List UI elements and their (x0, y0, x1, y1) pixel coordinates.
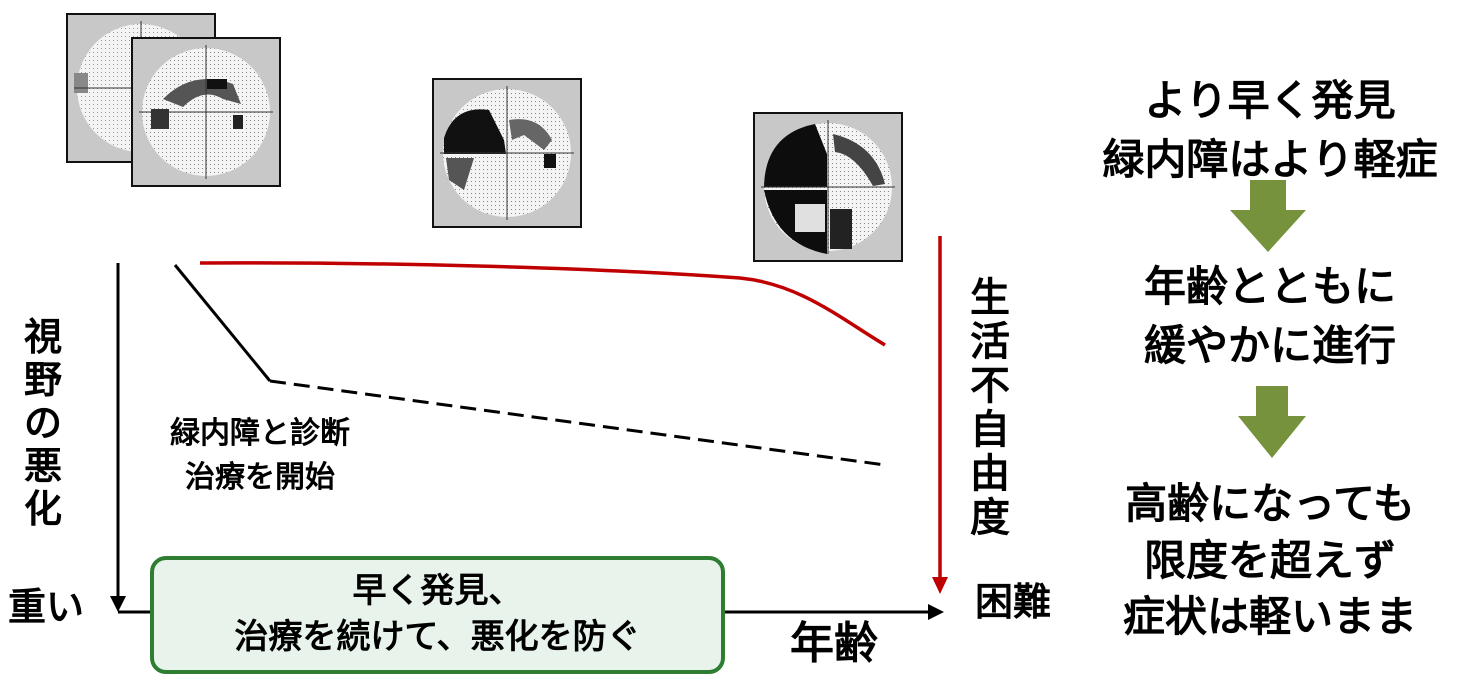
visual-field-image-2 (432, 78, 582, 228)
diagnosis-note: 緑内障と診断 治療を開始 (140, 412, 380, 499)
right-axis-char: 度 (970, 495, 1010, 541)
down-arrow-1-icon (1230, 180, 1306, 252)
right-axis-char: 由 (970, 451, 1010, 497)
treated-dashed-line (269, 379, 886, 467)
early-detection-red-curve (199, 261, 886, 347)
summary-block-1: より早く発見 緑内障はより軽症 (1080, 72, 1460, 190)
right-axis-char: 自 (970, 407, 1010, 453)
left-axis-char: 悪 (23, 444, 62, 488)
right-axis-char: 不 (970, 363, 1010, 409)
summary-block-2-line: 年齢とともに (1143, 262, 1396, 311)
highlight-box-line1: 早く発見、 (352, 571, 523, 612)
summary-block-1-line: 緑内障はより軽症 (1102, 134, 1438, 184)
left-axis-char: 野 (23, 358, 62, 402)
summary-block-3-line: 高齢になっても (1125, 479, 1415, 528)
visual-field-image-1-front (131, 37, 281, 187)
left-axis-arrowhead (110, 596, 126, 612)
summary-block-3-line: 限度を超えず (1143, 535, 1396, 585)
right-axis-label: 生 活 不 自 由 度 (968, 278, 1012, 538)
left-axis-bottom-label: 重い (8, 585, 85, 629)
summary-block-3-line: 症状は軽いまま (1122, 592, 1417, 642)
highlight-box: 早く発見、 治療を続けて、悪化を防ぐ (150, 556, 725, 674)
summary-block-2-line: 緩やかに進行 (1143, 320, 1396, 370)
right-axis-bottom-label: 困難 (975, 580, 1052, 624)
x-axis-arrowhead (928, 604, 944, 620)
visual-field-image-3 (753, 112, 903, 262)
x-axis-label: 年齢 (790, 618, 878, 669)
left-axis-char: の (23, 401, 62, 445)
highlight-box-line2: 治療を続けて、悪化を防ぐ (234, 617, 641, 657)
right-axis-char: 生 (970, 275, 1010, 321)
right-axis-red-arrowhead (932, 577, 948, 594)
left-axis-char: 化 (23, 487, 62, 531)
left-axis-label: 視 野 の 悪 化 (22, 318, 64, 528)
summary-block-3: 高齢になっても 限度を超えず 症状は軽いまま (1080, 476, 1460, 646)
right-axis-char: 活 (970, 319, 1010, 365)
diagnosis-note-line1: 緑内障と診断 (170, 416, 350, 451)
summary-block-2: 年齢とともに 緩やかに進行 (1080, 258, 1460, 376)
decline-solid-line (173, 264, 272, 382)
summary-block-1-line: より早く発見 (1144, 76, 1396, 125)
left-axis-char: 視 (23, 315, 62, 359)
diagnosis-note-line2: 治療を開始 (185, 459, 335, 495)
down-arrow-2-icon (1238, 386, 1306, 458)
